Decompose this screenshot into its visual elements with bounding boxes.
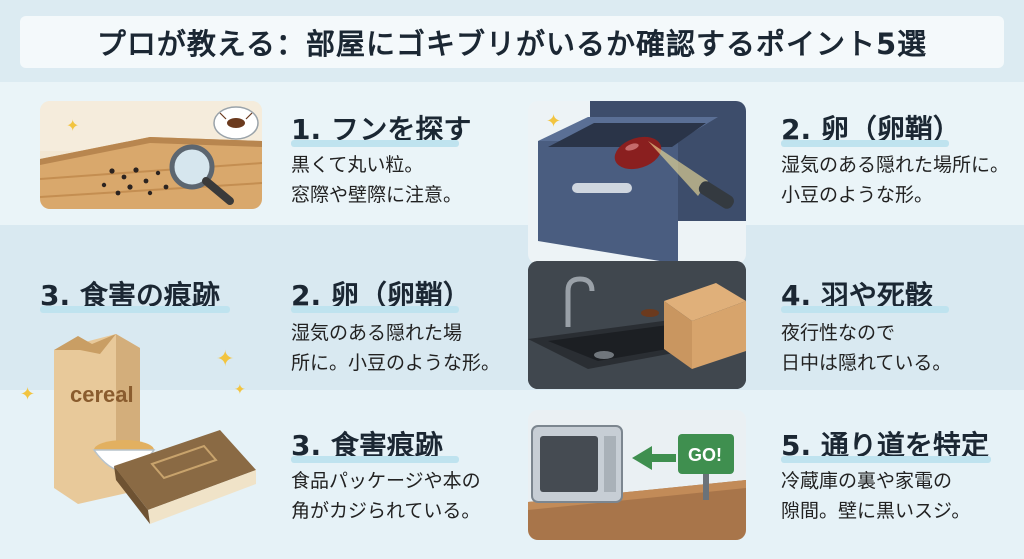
desc-find-droppings: 黒くて丸い粒。 窓際や壁際に注意。 [291,154,463,206]
desc-egg-case-1: 湿気のある隠れた場所に。 小豆のような形。 [781,154,1010,206]
sparkle-icon: ✦ [546,111,561,132]
book-icon [114,430,256,524]
go-sign-label: GO! [688,445,722,465]
cockroach-icon [641,309,659,317]
sparkle-icon: ✦ [66,116,79,135]
droppings-illustration: ✦ [40,101,262,209]
heading-underline [291,140,459,147]
sink-box-illustration [528,261,746,389]
drawer-scene: ✦ [538,101,746,264]
sparkle-icon: ✦ [216,347,234,372]
droppings-dots [101,167,169,196]
cereal-box-label: cereal [70,382,134,407]
bean-egg-icon [614,136,662,170]
desc-food-damage-2: 食品パッケージや本の 角がカジられている。 [291,470,481,522]
desc-find-pathway: 冷蔵庫の裏や家電の 隙間。壁に黒いスジ。 [781,470,971,522]
heading-underline [291,306,459,313]
microwave-scene: GO! [528,410,746,540]
cereal-scene: cereal ✦ ✦ ✦ [20,334,256,524]
sparkle-icon: ✦ [234,382,246,398]
heading-underline [291,456,459,463]
heading-underline [781,140,949,147]
flashlight-icon [648,141,734,209]
box-icon [664,283,746,369]
title-bar: プロが教える：部屋にゴキブリがいるか確認するポイント5選 [20,16,1004,68]
sink-scene [528,261,746,389]
floor-scene: ✦ [40,101,262,209]
heading-underline [40,306,230,313]
sparkle-icon: ✦ [20,384,35,405]
cockroach-icon [213,106,259,140]
heading-underline [781,456,991,463]
desc-egg-case-2: 湿気のある隠れた場 所に。小豆のような形。 [291,322,501,374]
drawer-egg-illustration: ✦ [528,101,746,264]
arrow-icon [632,446,676,470]
heading-underline [781,306,949,313]
go-sign: GO! [678,434,734,500]
page-title: プロが教える：部屋にゴキブリがいるか確認するポイント5選 [96,27,928,61]
magnifier-icon [169,144,234,205]
desc-wings-carcass: 夜行性なので 日中は隠れている。 [781,322,952,374]
cereal-book-illustration: cereal ✦ ✦ ✦ [20,320,270,530]
microwave-icon [531,425,623,503]
microwave-path-illustration: GO! [528,410,746,540]
